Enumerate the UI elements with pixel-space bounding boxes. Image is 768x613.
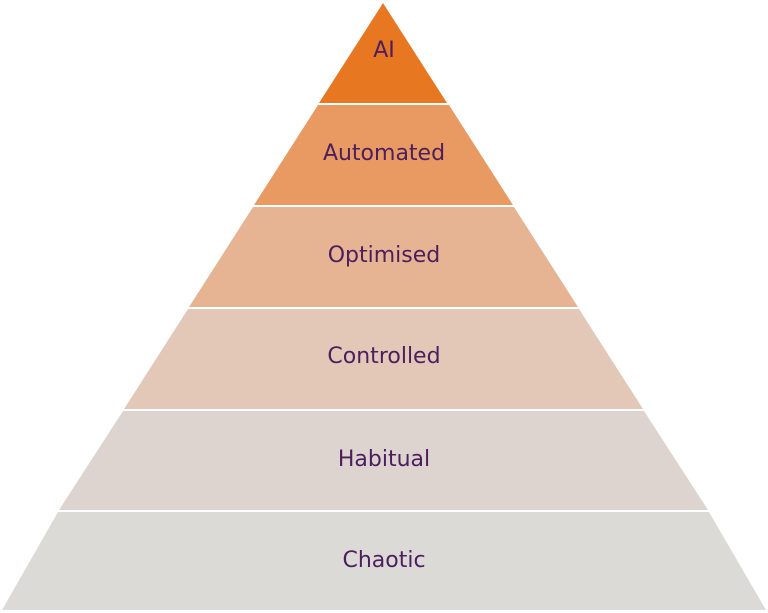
level-optimised-shape [189, 207, 578, 307]
level-ai-shape [319, 3, 447, 103]
level-optimised-label: Optimised [327, 243, 441, 268]
level-automated-shape [254, 105, 513, 205]
level-controlled-label: Controlled [327, 344, 441, 369]
level-chaotic-shape [2, 512, 766, 610]
level-habitual-label: Habitual [337, 447, 431, 472]
level-ai-label: AI [373, 38, 395, 63]
level-chaotic-label: Chaotic [342, 548, 426, 573]
level-controlled-shape [124, 309, 643, 409]
level-automated-label: Automated [322, 141, 446, 166]
level-habitual-shape [59, 411, 708, 510]
